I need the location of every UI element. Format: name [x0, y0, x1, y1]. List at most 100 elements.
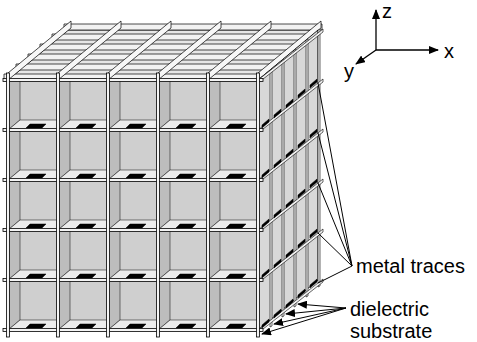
- cell-back: [208, 180, 258, 230]
- metal-trace: [76, 124, 96, 128]
- callout-label: dielectric substrate: [350, 298, 456, 342]
- metal-trace: [126, 224, 146, 228]
- metal-trace: [286, 99, 293, 108]
- substrate-edge: [7, 73, 10, 337]
- metal-trace: [126, 274, 146, 278]
- cell-back: [8, 180, 58, 230]
- cell-back: [58, 280, 108, 330]
- substrate-edge: [16, 64, 274, 70]
- cell-back: [208, 230, 258, 280]
- substrate-edge: [318, 29, 320, 287]
- leader-line: [318, 83, 352, 266]
- substrate-edge: [3, 129, 263, 132]
- cell-back: [108, 230, 158, 280]
- metal-trace: [286, 249, 293, 258]
- metal-trace: [26, 274, 46, 278]
- cell-back: [8, 130, 58, 180]
- metal-trace: [298, 239, 305, 248]
- leader-arrow: [298, 304, 346, 308]
- metal-trace: [262, 219, 269, 228]
- leader-arrow: [274, 308, 346, 324]
- cell-back: [108, 280, 158, 330]
- metal-trace: [176, 174, 196, 178]
- cell-back: [58, 180, 108, 230]
- metal-trace: [226, 274, 246, 278]
- metal-trace: [26, 174, 46, 178]
- metal-trace: [26, 224, 46, 228]
- metal-trace: [26, 124, 46, 128]
- cell-back: [158, 130, 208, 180]
- callout-label: metal traces: [356, 255, 465, 277]
- metal-trace: [76, 174, 96, 178]
- substrate-edge: [107, 73, 110, 337]
- y-axis-arrow: [356, 50, 376, 64]
- substrate-edge: [40, 44, 298, 50]
- cell-back: [108, 180, 158, 230]
- substrate-edge: [3, 79, 263, 82]
- metal-trace: [310, 179, 317, 188]
- metal-trace: [176, 124, 196, 128]
- metal-trace: [274, 109, 281, 118]
- cell-back: [8, 80, 58, 130]
- metal-trace: [286, 149, 293, 158]
- substrate-edge: [207, 73, 210, 337]
- substrate-edge: [3, 329, 263, 332]
- metal-trace: [126, 174, 146, 178]
- axis-label: z: [382, 0, 392, 22]
- cell-back: [58, 130, 108, 180]
- substrate-edge: [294, 49, 296, 307]
- metal-trace: [226, 174, 246, 178]
- substrate-edge: [270, 69, 272, 327]
- metal-trace: [226, 324, 246, 328]
- cell-back: [158, 280, 208, 330]
- metal-trace: [298, 189, 305, 198]
- substrate-edge: [28, 54, 286, 60]
- metal-trace: [26, 324, 46, 328]
- metal-trace: [176, 324, 196, 328]
- metal-trace: [176, 274, 196, 278]
- cell-back: [208, 130, 258, 180]
- cell-back: [108, 80, 158, 130]
- axis-label: x: [444, 40, 454, 62]
- substrate-edge: [282, 59, 284, 317]
- metal-trace: [274, 259, 281, 268]
- metal-trace: [262, 119, 269, 128]
- metal-trace: [76, 224, 96, 228]
- cell-back: [158, 80, 208, 130]
- substrate-edge: [3, 279, 263, 282]
- metal-trace: [262, 319, 269, 328]
- axis-label: y: [344, 60, 354, 82]
- substrate-edge: [258, 229, 323, 283]
- metal-trace: [310, 129, 317, 138]
- cell-back: [58, 80, 108, 130]
- metal-trace: [310, 229, 317, 238]
- metal-trace: [274, 309, 281, 318]
- substrate-edge: [3, 179, 263, 182]
- metal-trace: [298, 289, 305, 298]
- cell-back: [158, 180, 208, 230]
- substrate-edge: [57, 73, 60, 337]
- substrate-edge: [157, 73, 160, 337]
- metal-trace: [286, 299, 293, 308]
- substrate-edge: [258, 179, 323, 233]
- cell-back: [108, 130, 158, 180]
- metal-trace: [262, 269, 269, 278]
- cell-back: [208, 280, 258, 330]
- cell-back: [158, 230, 208, 280]
- metal-trace: [76, 274, 96, 278]
- leader-line: [318, 266, 352, 283]
- metal-trace: [286, 199, 293, 208]
- leader-line: [318, 183, 352, 266]
- cell-back: [8, 280, 58, 330]
- metal-trace: [226, 124, 246, 128]
- x-axis-arrow: [376, 49, 438, 50]
- substrate-edge: [257, 73, 260, 337]
- metal-trace: [126, 324, 146, 328]
- metal-trace: [298, 89, 305, 98]
- metal-trace: [76, 324, 96, 328]
- metal-trace: [298, 139, 305, 148]
- substrate-edge: [258, 79, 323, 133]
- substrate-edge: [306, 39, 308, 297]
- metal-trace: [310, 279, 317, 288]
